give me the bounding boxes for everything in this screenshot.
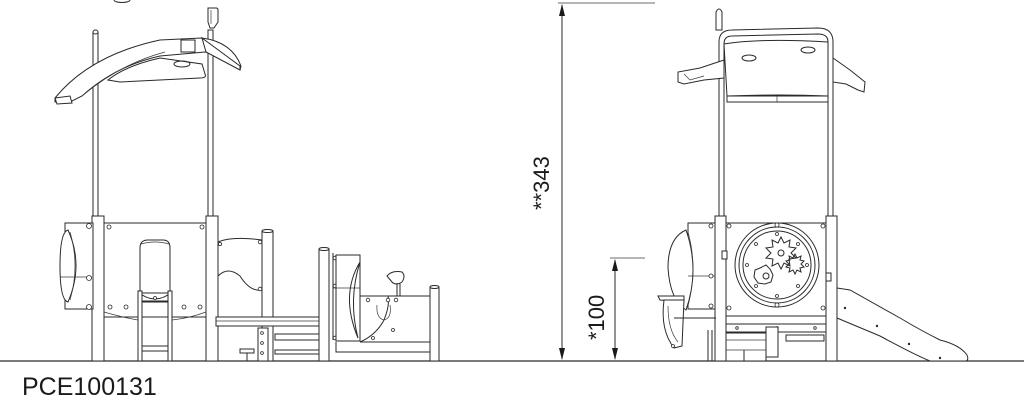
porthole-bubble-panel bbox=[59, 222, 94, 310]
wavy-rail-panel bbox=[217, 229, 274, 362]
product-code: PCE100131 bbox=[22, 373, 157, 401]
left-post bbox=[91, 29, 105, 362]
boat-wheel-side bbox=[657, 295, 716, 349]
slide bbox=[836, 287, 969, 362]
front-right-post bbox=[825, 215, 838, 362]
under-deck-panel bbox=[707, 315, 827, 362]
bubble-panel bbox=[667, 222, 716, 311]
side-elevation-view bbox=[54, 0, 440, 362]
small-gear-icon bbox=[785, 252, 805, 276]
right-post bbox=[205, 29, 219, 362]
climber-ladder bbox=[137, 239, 173, 362]
gear-spinner-panel bbox=[721, 222, 832, 317]
front-left-post bbox=[714, 215, 727, 362]
hex-gear-icon bbox=[753, 264, 774, 285]
horn-handle-icon bbox=[386, 271, 405, 296]
periscope-icon bbox=[207, 7, 219, 29]
boat-wheel-panel bbox=[318, 247, 440, 362]
deck-height-label: *100 bbox=[584, 295, 609, 340]
front-elevation-view bbox=[657, 8, 969, 362]
antenna-icon bbox=[715, 8, 723, 31]
gear-icon bbox=[764, 235, 798, 271]
dimension-annotations: **343 *100 bbox=[529, 2, 655, 360]
roof-canopy bbox=[677, 27, 866, 217]
total-height-label: **343 bbox=[529, 156, 554, 210]
roof-canopy bbox=[54, 0, 242, 105]
